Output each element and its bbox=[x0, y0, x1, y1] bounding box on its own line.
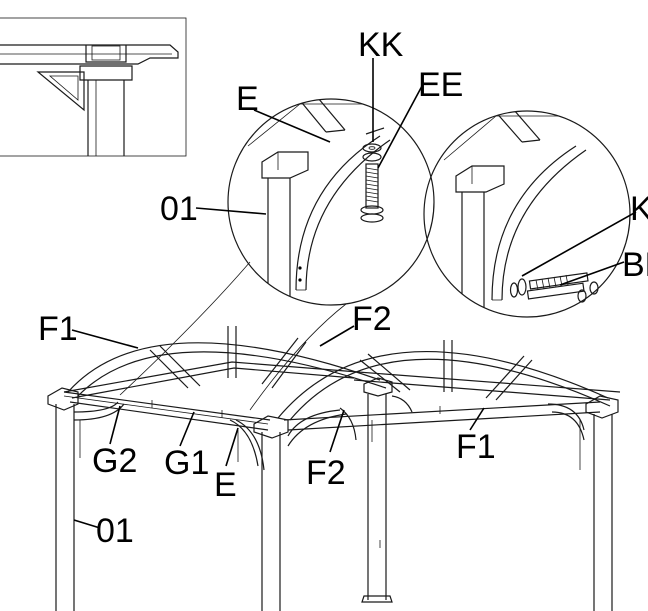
leader-e-top bbox=[253, 109, 331, 143]
label-ee: EE bbox=[418, 66, 463, 104]
label-post-top: 01 bbox=[160, 190, 198, 228]
label-g2: G2 bbox=[92, 442, 137, 480]
leader-be bbox=[559, 261, 625, 286]
callout-connector-a-right bbox=[249, 303, 347, 411]
leader-f2-top bbox=[319, 325, 355, 347]
detail-circle-b bbox=[423, 110, 631, 318]
label-e-top: E bbox=[236, 80, 259, 118]
inset-overview-box bbox=[0, 17, 187, 157]
leader-lines bbox=[71, 58, 637, 529]
callout-connector-a-left bbox=[119, 261, 251, 396]
leader-post-top bbox=[195, 207, 267, 215]
label-f1-right: F1 bbox=[456, 428, 496, 466]
label-g1: G1 bbox=[164, 444, 209, 482]
part-labels: KK EE E 01 K BE F1 F2 G2 G1 E F2 F1 01 bbox=[38, 26, 648, 550]
washer-kk-2 bbox=[362, 152, 382, 162]
label-f2-bottom: F2 bbox=[306, 454, 346, 492]
washer-kk-1 bbox=[362, 143, 382, 153]
leader-g1 bbox=[179, 411, 195, 447]
gazebo-frame bbox=[47, 326, 621, 611]
label-be: BE bbox=[622, 246, 648, 284]
leader-f1-left bbox=[71, 329, 139, 349]
hardware-be bbox=[509, 272, 599, 303]
leader-f1-right bbox=[469, 407, 485, 431]
label-k: K bbox=[630, 190, 648, 228]
label-f2-top: F2 bbox=[352, 300, 392, 338]
leader-f2-bottom bbox=[329, 409, 345, 453]
leader-ee bbox=[377, 85, 423, 169]
label-kk: KK bbox=[358, 26, 404, 64]
leader-g2 bbox=[109, 405, 121, 445]
label-e-bottom: E bbox=[214, 466, 237, 504]
label-f1-left: F1 bbox=[38, 310, 78, 348]
bolt-ee bbox=[360, 163, 384, 223]
detail-circle-a bbox=[227, 98, 435, 306]
leader-post-bottom bbox=[73, 519, 101, 529]
label-post-bottom: 01 bbox=[96, 512, 134, 550]
leader-k bbox=[521, 211, 637, 277]
leader-e-bottom bbox=[225, 427, 239, 467]
